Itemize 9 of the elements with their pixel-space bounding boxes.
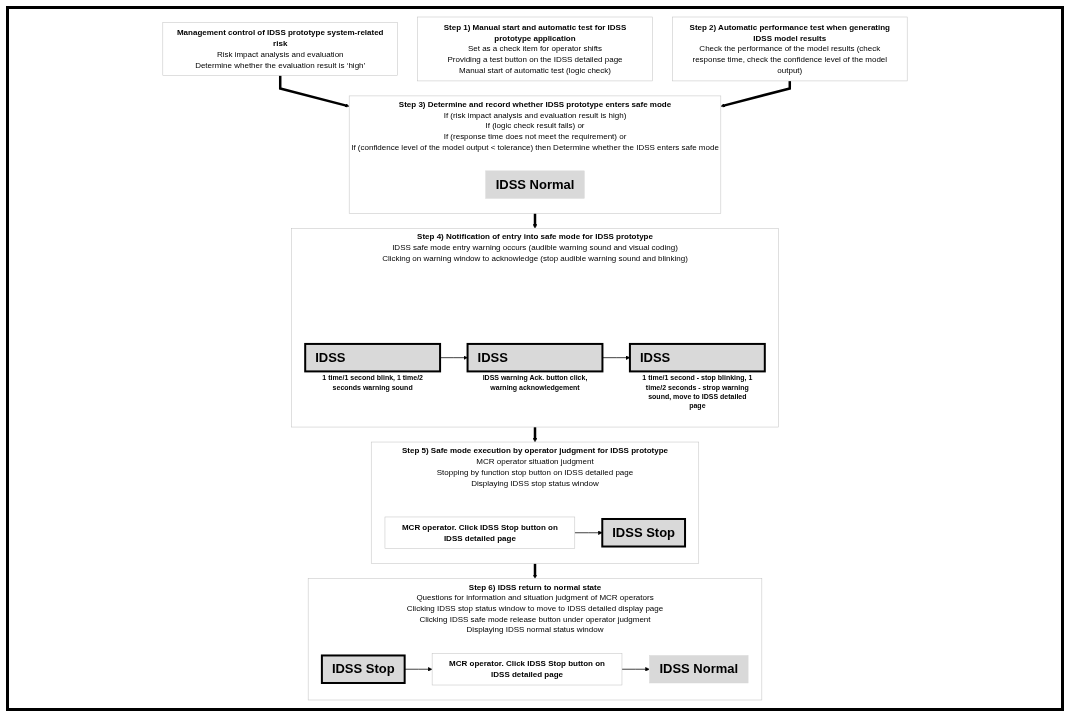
node-box: IDSS <box>466 342 604 373</box>
arrow <box>278 75 350 108</box>
node-box: IDSS Normal <box>485 170 585 199</box>
node-box: IDSS Normal <box>649 655 749 684</box>
arrow <box>720 80 792 108</box>
node-box: IDSS <box>628 342 766 373</box>
node-box: IDSS Stop <box>601 518 687 548</box>
node-box: IDSS Stop <box>320 654 406 684</box>
node-box: IDSS <box>304 342 442 373</box>
